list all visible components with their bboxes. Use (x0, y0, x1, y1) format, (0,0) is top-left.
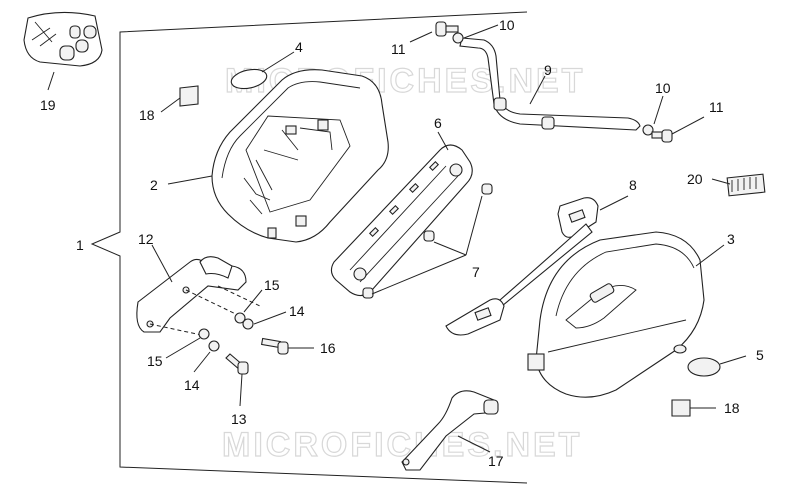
part-11-screw-right[interactable] (651, 129, 673, 143)
part-7-spacers[interactable] (362, 183, 493, 299)
part-9-grab-bar[interactable] (459, 37, 641, 131)
part-6-mount-rail[interactable] (330, 144, 473, 297)
part-15-washer-a[interactable] (234, 312, 246, 324)
callout-20: 20 (687, 171, 703, 187)
callout-4: 4 (295, 39, 303, 55)
callout-8: 8 (629, 177, 637, 193)
callout-17: 17 (488, 453, 504, 469)
callout-9: 9 (544, 62, 552, 78)
part-2-case-inner[interactable] (211, 69, 389, 243)
part-19-kit-bag[interactable] (23, 11, 103, 67)
callout-7: 7 (472, 264, 480, 280)
part-20-velcro-strip[interactable] (726, 173, 766, 197)
callout-11-top: 11 (391, 41, 406, 57)
group-bracket (90, 11, 528, 484)
part-10-washer-top[interactable] (452, 32, 464, 44)
callout-5: 5 (756, 347, 764, 363)
callout-10-top: 10 (499, 17, 515, 33)
callout-2: 2 (150, 177, 158, 193)
callout-labels: 1 2 3 4 5 6 7 8 9 10 10 11 11 12 13 14 1… (40, 17, 764, 469)
part-13-screw[interactable] (225, 353, 249, 375)
callout-12: 12 (138, 231, 154, 247)
callout-14-lower: 14 (184, 377, 200, 393)
callout-15-upper: 15 (264, 277, 280, 293)
part-15-washer-b[interactable] (198, 328, 210, 340)
callout-3: 3 (727, 231, 735, 247)
leader-lines (47, 24, 747, 453)
part-17-lower-bracket[interactable] (401, 390, 499, 471)
part-14-nut-b[interactable] (208, 340, 220, 352)
callout-13: 13 (231, 411, 247, 427)
callout-16: 16 (320, 340, 336, 356)
callout-1: 1 (76, 237, 84, 253)
callout-15-lower: 15 (147, 353, 163, 369)
watermark-bottom: MICROFICHES.NET (222, 426, 582, 464)
callout-18-top: 18 (139, 107, 155, 123)
part-4-oval-badge[interactable] (230, 66, 269, 91)
callout-11-right: 11 (709, 99, 724, 115)
callout-18-bottom: 18 (724, 400, 740, 416)
callout-14-upper: 14 (289, 303, 305, 319)
part-18-label-top[interactable] (179, 85, 199, 107)
part-8-hinge-strap[interactable] (445, 197, 599, 336)
callout-19: 19 (40, 97, 56, 113)
callout-6: 6 (434, 115, 442, 131)
part-3-pannier-case[interactable] (527, 231, 705, 398)
callout-10-right: 10 (655, 80, 671, 96)
part-11-screw-top[interactable] (435, 21, 459, 37)
part-10-washer-right[interactable] (642, 124, 654, 136)
part-12-lock-bracket[interactable] (136, 256, 247, 333)
part-16-bolt[interactable] (260, 337, 289, 355)
part-5-logo-badge[interactable] (687, 357, 721, 377)
part-18-label-bottom[interactable] (671, 399, 691, 417)
part-14-nut-a[interactable] (242, 318, 254, 330)
